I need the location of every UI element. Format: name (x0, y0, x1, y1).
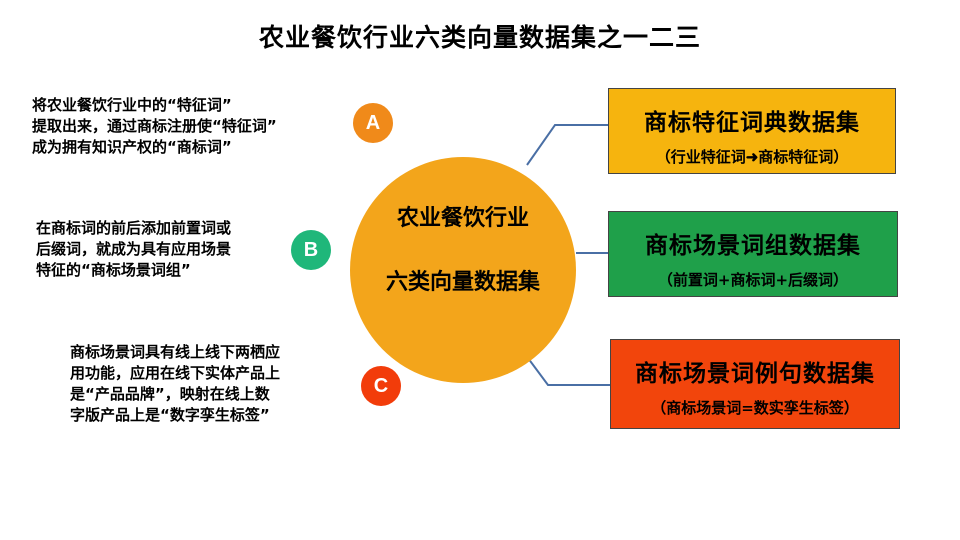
badge-c: C (361, 366, 401, 406)
badge-b: B (291, 230, 331, 270)
dataset-box-c-subtitle: （商标场景词=数实孪生标签） (651, 399, 859, 417)
connector-a (526, 124, 608, 166)
center-title-line2: 六类向量数据集 (385, 270, 540, 295)
connector-c (521, 349, 610, 386)
description-c: 商标场景词具有线上线下两栖应 用功能，应用在线下实体产品上 是“产品品牌”，映射… (70, 343, 281, 424)
description-b: 在商标词的前后添加前置词或 后缀词，就成为具有应用场景 特征的“商标场景词组” (36, 219, 232, 279)
badge-a: A (353, 103, 393, 143)
dataset-box-a: 商标特征词典数据集 （行业特征词➜商标特征词） (608, 88, 896, 174)
dataset-box-a-subtitle: （行业特征词➜商标特征词） (655, 148, 849, 166)
dataset-box-b-title: 商标场景词组数据集 (645, 233, 861, 259)
page-title: 农业餐饮行业六类向量数据集之一二三 (258, 23, 701, 52)
dataset-box-a-title: 商标特征词典数据集 (644, 110, 860, 136)
dataset-box-c: 商标场景词例句数据集 （商标场景词=数实孪生标签） (610, 339, 900, 429)
center-circle (350, 157, 576, 383)
dataset-box-b: 商标场景词组数据集 （前置词+商标词+后缀词） (608, 211, 898, 297)
dataset-box-c-title: 商标场景词例句数据集 (635, 361, 875, 387)
description-a: 将农业餐饮行业中的“特征词” 提取出来，通过商标注册使“特征词” 成为拥有知识产… (32, 96, 277, 156)
center-title-line1: 农业餐饮行业 (396, 206, 529, 231)
dataset-box-b-subtitle: （前置词+商标词+后缀词） (657, 271, 849, 289)
